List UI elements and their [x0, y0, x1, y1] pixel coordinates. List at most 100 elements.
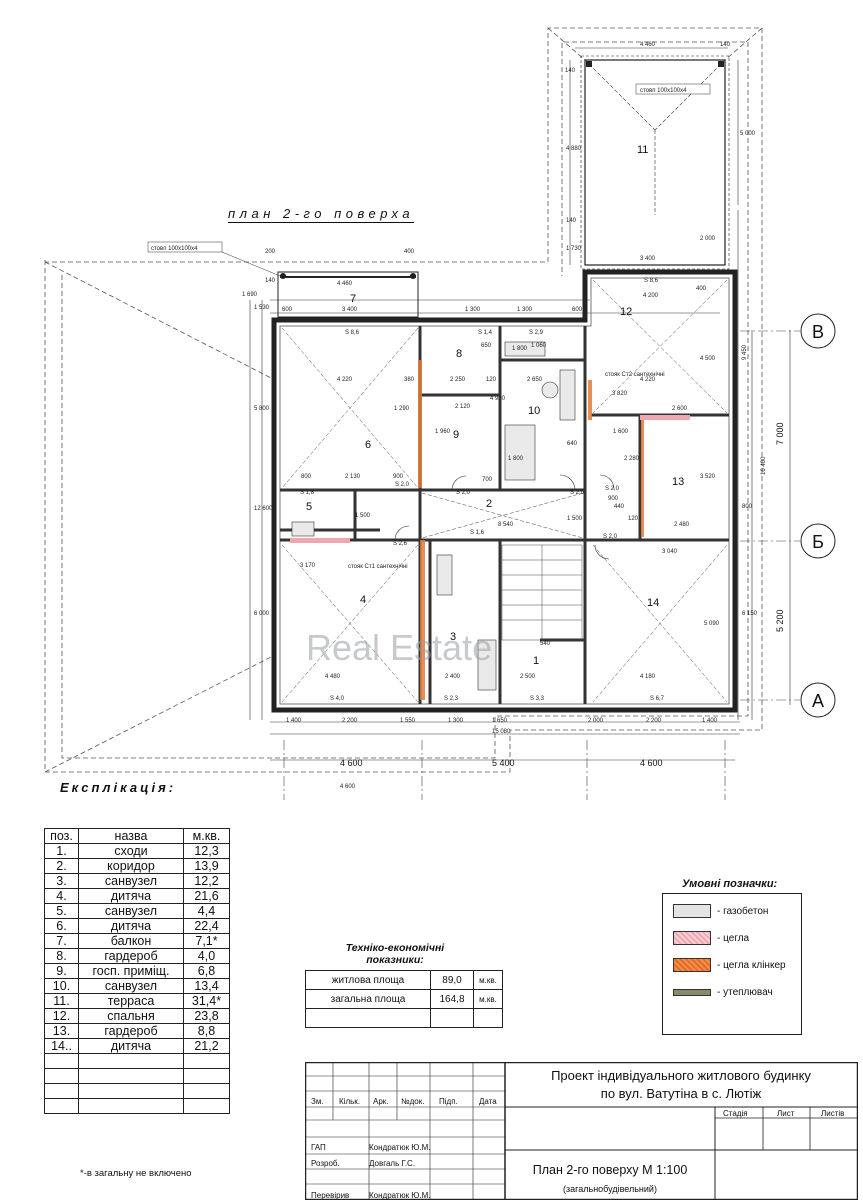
table-cell: балкон [78, 933, 184, 949]
table-cell [44, 1053, 79, 1069]
table-cell: 4,0 [183, 948, 230, 964]
stamp-name: Довгаль Г.С. [369, 1159, 415, 1168]
explication-title: Експлікація: [60, 780, 177, 795]
stamp-stage: Лист [777, 1109, 795, 1118]
dimension-texts: 4 460 140 140 5 000 4 880 1 730 2 000 14… [242, 42, 758, 790]
area-label: S 8,6 [345, 330, 360, 336]
dim-text: 900 [393, 474, 404, 480]
table-row: 9.госп. приміщ.6,8 [44, 963, 230, 979]
legend-item: - цегла [673, 931, 749, 945]
dim-text: 1 400 [286, 718, 302, 724]
axis-markers: 1 2 3 4 В Б А 4 600 5 400 4 600 7 000 5 … [340, 313, 836, 768]
area-label: S 2,0 [605, 486, 620, 492]
table-cell: 3. [44, 873, 79, 889]
tech-cell: житлова площа [305, 970, 431, 990]
table-cell [183, 1083, 230, 1099]
area-label: S 2,0 [570, 490, 585, 496]
dim-text: 2 600 [672, 406, 688, 412]
table-row-empty [44, 1083, 230, 1099]
stamp-name: Кондратюк Ю.М. [369, 1143, 431, 1152]
dim-text: 120 [486, 377, 497, 383]
dim-text: 1 960 [435, 429, 451, 435]
dim-text: 1 500 [567, 516, 583, 522]
area-label: S 6,7 [650, 696, 665, 702]
table-cell: 8. [44, 948, 79, 964]
table-row-empty [44, 1068, 230, 1084]
axis-row-a: А [800, 682, 836, 718]
axis-dim: 16 400 [761, 456, 767, 475]
legend-title: Умовні позначки: [682, 878, 778, 890]
table-cell: санвузел [78, 978, 184, 994]
area-label: S 4,0 [330, 696, 345, 702]
dim-text: 1 290 [394, 406, 410, 412]
room-no: 9 [453, 429, 459, 441]
table-row-empty [44, 1098, 230, 1114]
table-cell [44, 1083, 79, 1099]
table-cell: дитяча [78, 918, 184, 934]
table-cell [78, 1083, 184, 1099]
staircase [501, 544, 583, 641]
dim-text: 2 250 [450, 377, 466, 383]
dim-text: 1 730 [566, 246, 582, 252]
explication-note: *-в загальну не включено [80, 1168, 192, 1179]
table-cell: дитяча [78, 1038, 184, 1054]
dim-text: 4 180 [640, 674, 656, 680]
area-label: S 8,6 [644, 278, 659, 284]
table-cell: гардероб [78, 948, 184, 964]
stamp-col: Арк. [373, 1097, 389, 1106]
area-label: S 2,3 [444, 696, 459, 702]
room-no: 11 [637, 144, 648, 156]
dim-text: 3 520 [700, 474, 716, 480]
area-label: S 2,9 [529, 330, 544, 336]
floor-plan-drawing: 1 2 3 4 5 6 7 8 9 10 11 12 13 14 S 8,6 S… [44, 27, 836, 800]
dim-text: 600 [282, 307, 293, 313]
table-cell: 13,4 [183, 978, 230, 994]
dim-text: 2 000 [700, 236, 716, 242]
dim-text: 140 [265, 278, 276, 284]
room-no: 12 [620, 306, 632, 318]
room-no: 1 [533, 655, 539, 667]
dim-text: 6 000 [254, 611, 270, 617]
dim-text: 140 [720, 42, 731, 48]
table-cell [183, 1098, 230, 1114]
dim-text: 3 400 [640, 256, 656, 262]
sheet-title: План 2-го поверху М 1:100 [533, 1163, 688, 1177]
table-cell [78, 1098, 184, 1114]
dim-text: 2 500 [520, 674, 536, 680]
table-cell: коридор [78, 858, 184, 874]
axis-dim: 9 450 [742, 344, 748, 360]
legend-item: - газобетон [673, 904, 768, 918]
room-no: 8 [456, 348, 462, 360]
sanitary-label: стояк Ст2 сантехнічні [605, 372, 665, 378]
stamp-stage: Листів [821, 1109, 844, 1118]
dim-text: 5 800 [254, 406, 270, 412]
table-cell: 12,2 [183, 873, 230, 889]
dim-text: 1 060 [531, 343, 547, 349]
table-cell: 12. [44, 1008, 79, 1024]
stamp-role: Перевірив [311, 1191, 349, 1200]
area-label: S 1,8 [300, 490, 315, 496]
table-cell: 4,4 [183, 903, 230, 919]
stamp-col: Зм. [311, 1097, 324, 1106]
table-cell: госп. приміщ. [78, 963, 184, 979]
grid-axes [283, 330, 800, 800]
dim-text: 5 090 [704, 621, 720, 627]
tech-title-line2: показники: [366, 954, 424, 966]
dim-text: 2 130 [345, 474, 361, 480]
table-cell: 31,4* [183, 993, 230, 1009]
dim-text: 2 280 [624, 456, 640, 462]
room-diagonals [281, 279, 728, 703]
area-label: S 2,6 [393, 541, 408, 547]
tech-cell: загальна площа [305, 989, 431, 1009]
dim-text: 540 [540, 641, 551, 647]
area-label: S 2,0 [456, 490, 471, 496]
dim-text: 1 400 [702, 718, 718, 724]
dim-text: 1 300 [517, 307, 533, 313]
dim-text: 440 [614, 504, 625, 510]
dim-text: 640 [567, 441, 578, 447]
dim-text: 800 [301, 474, 312, 480]
table-cell: 13. [44, 1023, 79, 1039]
